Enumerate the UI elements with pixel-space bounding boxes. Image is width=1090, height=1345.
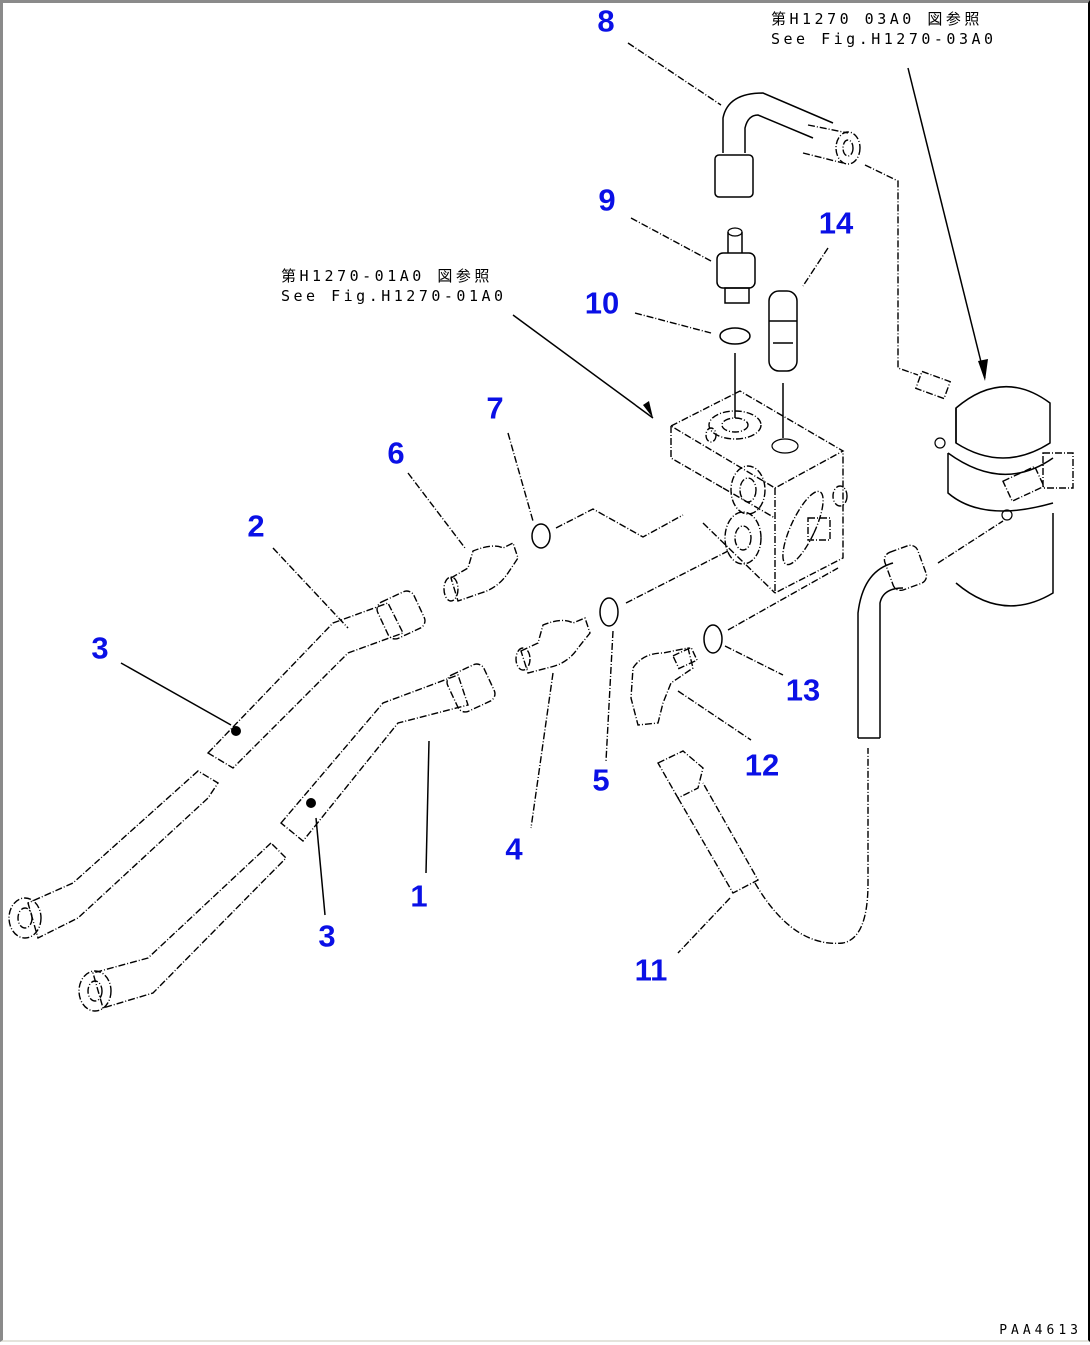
hose-2-shape <box>8 590 426 940</box>
reference-h1270-01a0: 第H1270-01A0 図参照 See Fig.H1270-01A0 <box>281 266 507 306</box>
elbow-12-shape <box>630 646 698 726</box>
callout-6: 6 <box>387 435 405 471</box>
reference-japanese: 第H1270-01A0 図参照 <box>281 267 493 285</box>
hose-11-shape <box>657 520 1004 945</box>
callout-1: 1 <box>410 878 428 914</box>
connector-6-shape <box>443 542 519 602</box>
callout-13: 13 <box>785 672 821 708</box>
o-ring-10-shape <box>719 327 751 345</box>
filter-assembly <box>907 67 1074 607</box>
callout-3-upper: 3 <box>91 630 109 666</box>
o-ring-7-shape <box>531 523 551 549</box>
callout-8: 8 <box>597 3 615 39</box>
callout-7: 7 <box>486 390 504 426</box>
leader-lines <box>120 42 829 954</box>
tube-8-shape <box>714 92 919 376</box>
valve-14-shape <box>768 290 798 438</box>
reference-japanese: 第H1270 03A0 図参照 <box>771 10 983 28</box>
o-ring-13-shape <box>703 624 723 654</box>
drawing-code: PAA4613 <box>999 1323 1082 1338</box>
callout-10: 10 <box>584 285 620 321</box>
valve-block <box>512 314 848 595</box>
o-ring-5-shape <box>599 597 619 627</box>
callout-14: 14 <box>818 205 854 241</box>
callout-4: 4 <box>505 831 523 867</box>
callout-11: 11 <box>634 952 668 988</box>
callout-12: 12 <box>744 747 780 783</box>
reference-english: See Fig.H1270-01A0 <box>281 287 507 305</box>
hose-1-shape <box>78 663 496 1012</box>
reference-h1270-03a0: 第H1270 03A0 図参照 See Fig.H1270-03A0 <box>771 9 997 49</box>
callout-9: 9 <box>598 182 616 218</box>
callout-2: 2 <box>247 508 265 544</box>
reference-english: See Fig.H1270-03A0 <box>771 30 997 48</box>
callout-3-lower: 3 <box>318 918 336 954</box>
connector-4-shape <box>515 617 591 674</box>
callout-5: 5 <box>592 762 610 798</box>
parts-drawing <box>8 42 1074 1012</box>
connector-9-shape <box>716 227 756 304</box>
